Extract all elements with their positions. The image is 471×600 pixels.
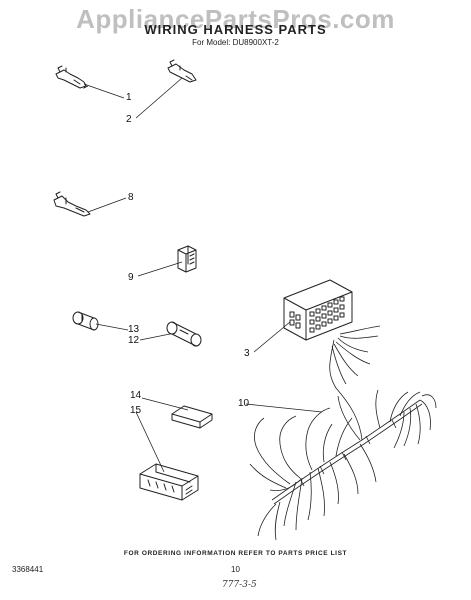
callout-1: 1 — [126, 92, 132, 103]
part-10-wiring-harness — [249, 325, 437, 541]
callout-12: 12 — [128, 335, 140, 346]
leader-lines — [83, 77, 323, 473]
callout-8: 8 — [128, 192, 134, 203]
ordering-note: FOR ORDERING INFORMATION REFER TO PARTS … — [123, 550, 348, 557]
callout-15: 15 — [130, 405, 142, 416]
handwritten-note: 777-3-5 — [222, 580, 257, 590]
part-12-sleeve — [166, 321, 202, 347]
callout-3: 3 — [244, 348, 250, 359]
document-number: 3368441 — [12, 565, 44, 574]
callout-10: 10 — [238, 398, 250, 409]
callout-2: 2 — [126, 114, 132, 125]
callout-14: 14 — [130, 390, 142, 401]
part-15-housing — [139, 463, 199, 501]
page-title: WIRING HARNESS PARTS — [144, 22, 327, 37]
watermark: AppliancePartsPros.com — [76, 4, 395, 34]
callout-9: 9 — [128, 272, 134, 283]
part-9-connector — [177, 245, 197, 273]
part-3-connector-block — [283, 279, 353, 341]
callout-13: 13 — [128, 324, 140, 335]
part-14-flat-connector — [171, 405, 213, 429]
model-subtitle: For Model: DU8900XT-2 — [192, 38, 279, 47]
part-13-cap — [72, 311, 99, 331]
page-number: 10 — [231, 565, 240, 574]
part-8-terminal — [53, 191, 91, 217]
part-1-terminal — [55, 65, 87, 89]
part-2-terminal — [167, 59, 197, 83]
